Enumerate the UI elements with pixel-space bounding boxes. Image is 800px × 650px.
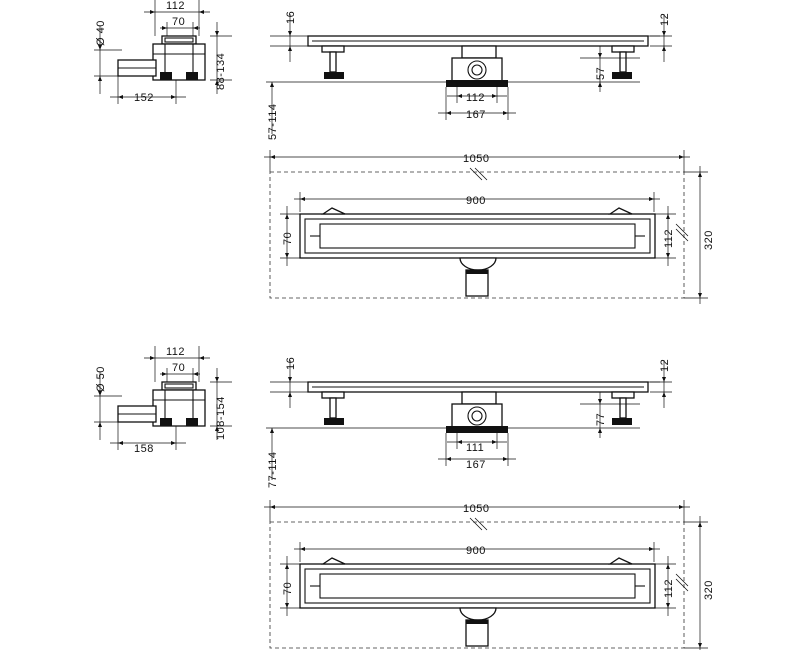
front-height-range: 57-114 [267, 104, 279, 140]
plan-outer-width: 1050 [463, 153, 489, 165]
side-view-bottom [93, 345, 233, 451]
side-width-70: 70 [172, 16, 185, 28]
front-frame-thickness: 12 [659, 13, 671, 26]
plan-outer-width: 1050 [463, 503, 489, 515]
front-height-range: 77-114 [267, 452, 279, 488]
plan-view-bottom [263, 499, 709, 650]
plan-channel-width: 70 [282, 232, 294, 245]
plan-outer-depth: 320 [703, 230, 715, 250]
front-cover-thickness: 16 [285, 357, 297, 370]
variant-top: 112 70 Ø 40 88-134 152 16 12 57 112 167 … [93, 0, 715, 305]
front-outlet-height: 77 [595, 413, 607, 426]
front-outlet-width: 111 [466, 442, 484, 454]
side-height-range: 88-134 [215, 53, 227, 90]
side-width-112: 112 [166, 346, 185, 358]
plan-outer-depth: 320 [703, 580, 715, 600]
variant-bottom: 112 70 Ø 50 108-154 158 16 12 77 111 167… [93, 345, 715, 650]
plan-inner-width: 900 [466, 545, 486, 557]
side-view-top [93, 0, 233, 105]
side-diameter: Ø 40 [95, 20, 107, 46]
plan-frame-width: 112 [663, 579, 675, 598]
plan-channel-width: 70 [282, 582, 294, 595]
plan-frame-width: 112 [663, 229, 675, 248]
front-outlet-height: 57 [595, 67, 607, 80]
plan-view-top [263, 149, 709, 305]
side-depth: 158 [134, 443, 154, 455]
side-height-range: 108-154 [215, 396, 227, 440]
plan-inner-width: 900 [466, 195, 486, 207]
side-width-112: 112 [166, 0, 185, 12]
front-cover-thickness: 16 [285, 11, 297, 24]
front-outlet-width: 112 [466, 92, 485, 104]
front-base-width: 167 [466, 109, 486, 121]
front-frame-thickness: 12 [659, 359, 671, 372]
front-base-width: 167 [466, 459, 486, 471]
side-width-70: 70 [172, 362, 185, 374]
side-diameter: Ø 50 [95, 366, 107, 392]
side-depth: 152 [134, 92, 154, 104]
